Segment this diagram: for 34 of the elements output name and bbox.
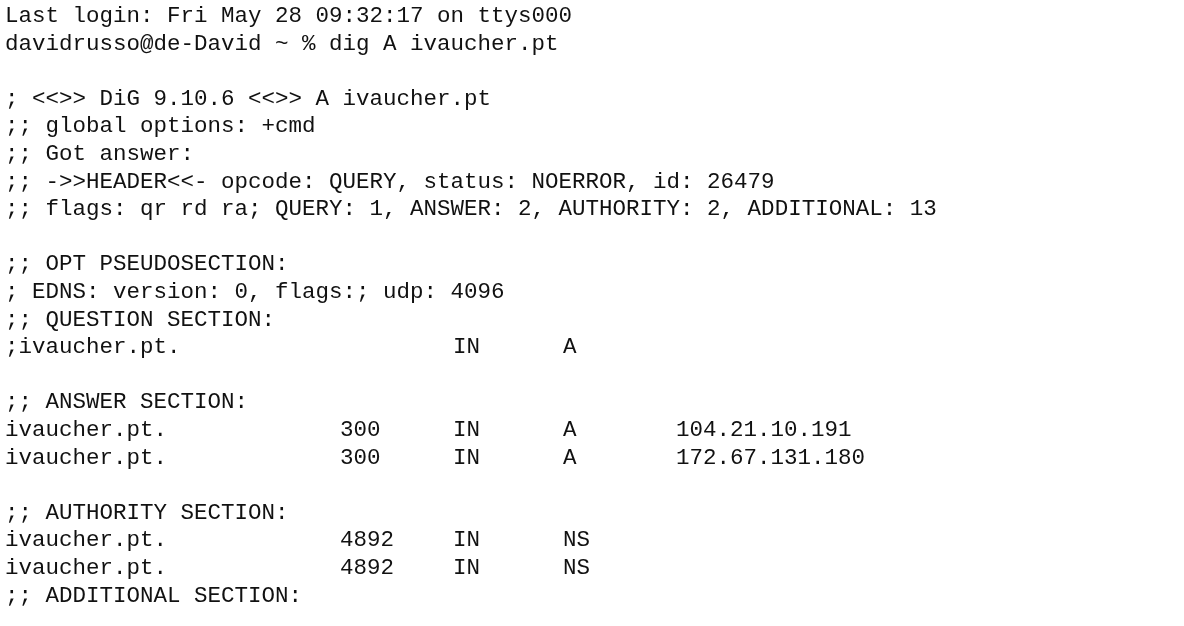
- terminal-line: ;; ADDITIONAL SECTION:: [5, 582, 303, 609]
- table-cell: NS: [563, 527, 590, 554]
- terminal-line: ;; global options: +cmd: [5, 113, 316, 140]
- table-cell: 300: [340, 417, 381, 443]
- terminal-line: ;; AUTHORITY SECTION:: [5, 499, 289, 526]
- table-cell: ivaucher.pt.: [5, 444, 168, 471]
- terminal-line: ;; ->>HEADER<<- opcode: QUERY, status: NOERROR, id: 26479: [5, 168, 775, 195]
- terminal-line: ; EDNS: version: 0, flags:; udp: 4096: [5, 279, 505, 305]
- terminal-line: ; <<>> DiG 9.10.6 <<>> A ivaucher.pt: [5, 85, 492, 112]
- table-cell: IN: [453, 444, 480, 471]
- table-cell: 104.21.10.191: [676, 417, 852, 443]
- table-cell: NS: [563, 555, 590, 581]
- table-cell: 4892: [340, 527, 394, 554]
- terminal-line: davidrusso@de-David ~ % dig A ivaucher.pt: [5, 30, 559, 57]
- table-cell: IN: [453, 334, 480, 361]
- table-cell: ;ivaucher.pt.: [5, 334, 181, 361]
- table-cell: 300: [340, 444, 381, 471]
- terminal-line: Last login: Fri May 28 09:32:17 on ttys000: [5, 3, 573, 29]
- table-cell: A: [563, 444, 577, 471]
- table-cell: IN: [453, 527, 480, 554]
- table-cell: ivaucher.pt.: [5, 555, 168, 581]
- terminal-line: ;; flags: qr rd ra; QUERY: 1, ANSWER: 2, AUTHORITY: 2, ADDITIONAL: 13: [5, 196, 937, 223]
- terminal-line: ;; OPT PSEUDOSECTION:: [5, 251, 289, 278]
- table-cell: 4892: [340, 555, 394, 581]
- table-cell: IN: [453, 417, 480, 443]
- table-cell: ivaucher.pt.: [5, 527, 168, 554]
- table-cell: A: [563, 417, 577, 443]
- table-cell: A: [563, 334, 577, 361]
- terminal-line: ;; ANSWER SECTION:: [5, 389, 249, 416]
- table-cell: 172.67.131.180: [676, 444, 866, 471]
- terminal-line: ;; QUESTION SECTION:: [5, 306, 276, 333]
- terminal-line: ;; Got answer:: [5, 141, 195, 167]
- table-cell: ivaucher.pt.: [5, 417, 168, 443]
- table-cell: IN: [453, 555, 480, 581]
